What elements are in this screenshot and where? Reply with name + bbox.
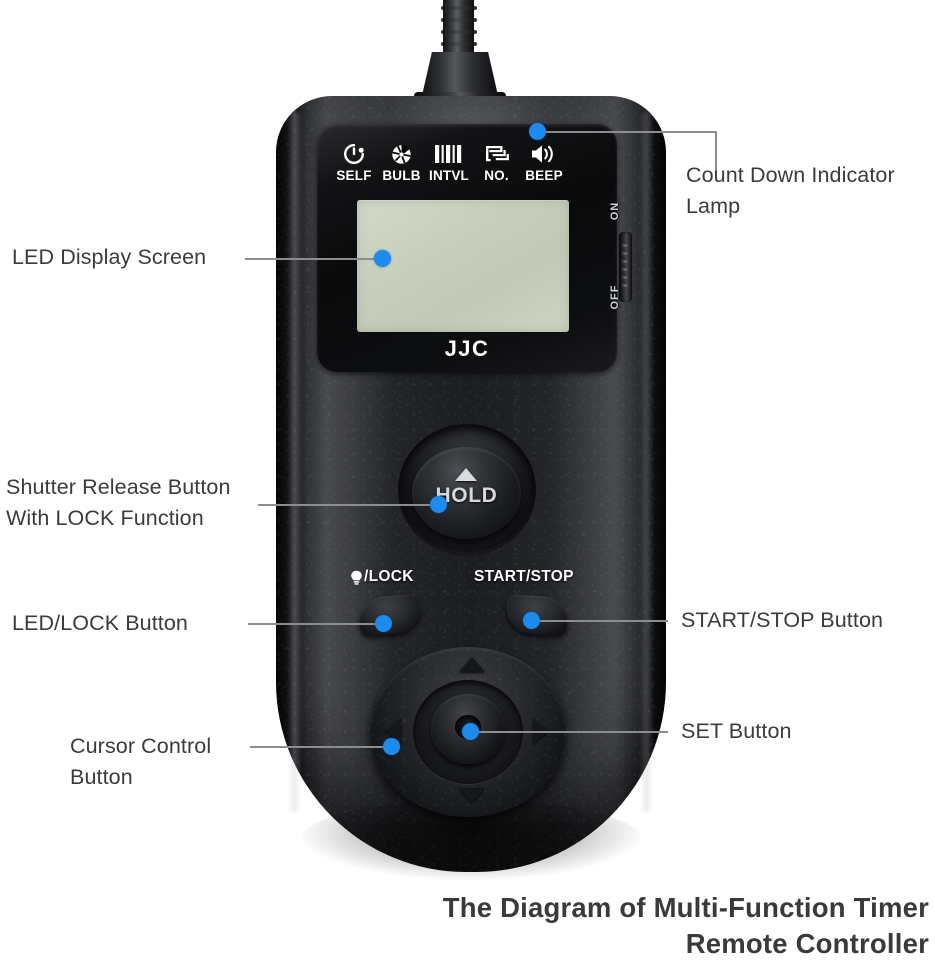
leader-shutter-release-button [258,504,438,506]
switch-rib [620,276,631,279]
lock-caption-text: /LOCK [364,568,414,585]
start-stop-caption-text: START/STOP [474,568,574,585]
leader-start-stop-button [540,620,668,622]
mode-label: INTVL [429,168,469,183]
down-arrow-icon[interactable] [459,788,485,803]
frame-stack-icon [484,141,510,167]
mode-label: BEEP [525,168,563,183]
cable-rib [441,42,477,46]
hold-label: HOLD [435,484,498,507]
leader-set-button [472,731,668,733]
cable-rib [441,6,477,10]
leader-led-lock-button [248,623,388,625]
body-highlight-left [288,112,301,812]
left-arrow-icon[interactable] [386,718,401,744]
mode-label: BULB [382,168,421,183]
speaker-icon [530,141,558,167]
switch-rib [620,244,631,247]
interval-bars-icon [434,141,464,167]
aperture-icon [390,141,413,167]
switch-rib [620,260,631,263]
up-arrow-icon[interactable] [459,657,485,672]
leader-count-down-indicator-lamp-v [715,131,717,173]
switch-rib [620,268,631,271]
mode-label: SELF [336,168,372,183]
marker-count-down-indicator-lamp [529,123,546,140]
callout-count-down-indicator-lamp: Count Down Indicator Lamp [686,163,895,218]
start-stop-caption: START/STOP [474,568,574,586]
brand-logo: JJC [444,336,490,361]
body-highlight-right [640,112,653,812]
callout-cursor-control-button: Cursor Control Button [70,734,212,789]
marker-start-stop-button [523,612,540,629]
callout-shutter-release-button: Shutter Release Button With LOCK Functio… [6,475,231,530]
marker-cursor-control-button [383,738,400,755]
callout-led-lock-button: LED/LOCK Button [12,611,188,635]
cable-rib [441,18,477,22]
mode-self[interactable]: SELF [331,141,377,182]
switch-rib [620,284,631,287]
cable-rib [441,30,477,34]
shutter-release-button[interactable] [412,447,521,539]
mode-no[interactable]: NO. [474,141,520,182]
callout-led-display-screen: LED Display Screen [12,245,207,269]
page-title: The Diagram of Multi-Function Timer Remo… [442,892,929,959]
mode-intvl[interactable]: INTVL [426,141,472,182]
lightbulb-icon [350,570,363,585]
callout-set-button: SET Button [681,719,792,743]
lock-button-caption: /LOCK [350,568,414,586]
power-switch-on-label: ON [609,201,621,221]
leader-cursor-control-button [250,746,395,748]
marker-set-button [462,723,479,740]
mode-beep[interactable]: BEEP [521,141,567,182]
mode-bulb[interactable]: BULB [379,141,425,182]
callout-start-stop-button: START/STOP Button [681,608,884,632]
marker-led-lock-button [375,615,392,632]
leader-led-display-screen [245,258,383,260]
power-switch-off-label: OFF [609,284,621,310]
marker-led-display-screen [374,250,391,267]
leader-count-down-indicator-lamp-h [545,131,717,133]
mode-icon-row: SELF [331,141,567,193]
marker-shutter-release-button [430,496,447,513]
switch-rib [620,252,631,255]
lcd-screen [357,200,569,332]
up-arrow-icon [455,468,477,481]
self-timer-icon [342,141,366,167]
mode-label: NO. [484,168,509,183]
